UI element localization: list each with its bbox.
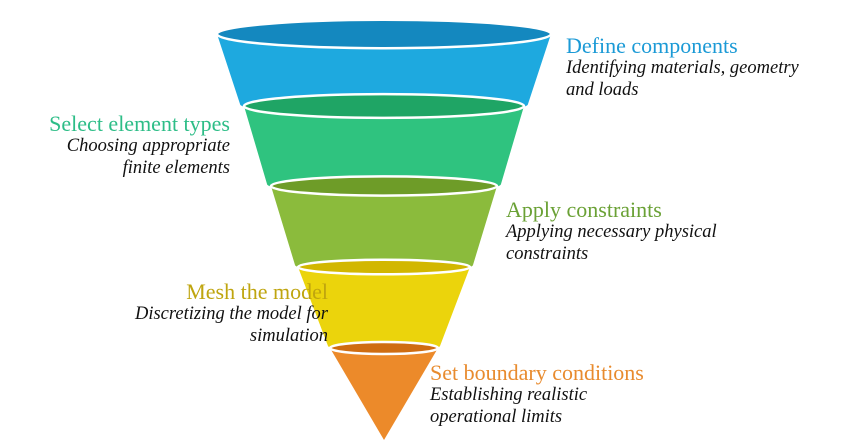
stage-description-line: operational limits [430,406,563,427]
funnel-band-mesh-the-model [298,259,470,351]
stage-label-mesh-the-model: Mesh the model Discretizing the model fo… [8,279,328,347]
funnel-band-rim-set-boundary-conditions [328,340,440,356]
stage-description-line: Discretizing the model for [134,304,328,325]
stage-title: Set boundary conditions [430,360,644,385]
stage-description-line: Identifying materials, geometry [566,58,799,79]
stage-description-line: Choosing appropriate [66,136,230,157]
stage-description-line: and loads [566,79,639,100]
stage-description-line: Applying necessary physical [506,222,717,243]
stage-description-line: finite elements [122,157,230,178]
stage-label-apply-constraints: Apply constraints Applying necessary phy… [506,197,717,265]
stage-description-line: Establishing realistic [430,385,588,406]
stage-title: Apply constraints [506,197,662,222]
stage-title: Mesh the model [186,279,328,304]
stage-title: Define components [566,33,738,58]
stage-description-line: simulation [249,325,328,346]
funnel-band-rim-select-element-types [242,92,526,120]
funnel-band-rim-apply-constraints [269,175,499,197]
funnel-band-rim-mesh-the-model [296,258,472,276]
stage-label-select-element-types: Select element types Choosing appropriat… [8,111,230,179]
stage-description-line: constraints [506,243,589,264]
funnel-band-rim-define-components [215,18,553,50]
stage-label-define-components: Define components Identifying materials,… [566,33,799,101]
funnel-band-select-element-types [244,94,524,194]
funnel-band-set-boundary-conditions [330,342,438,440]
stage-label-set-boundary-conditions: Set boundary conditions Establishing rea… [430,360,644,428]
stage-title: Select element types [49,111,230,136]
funnel-band-apply-constraints [271,176,497,273]
